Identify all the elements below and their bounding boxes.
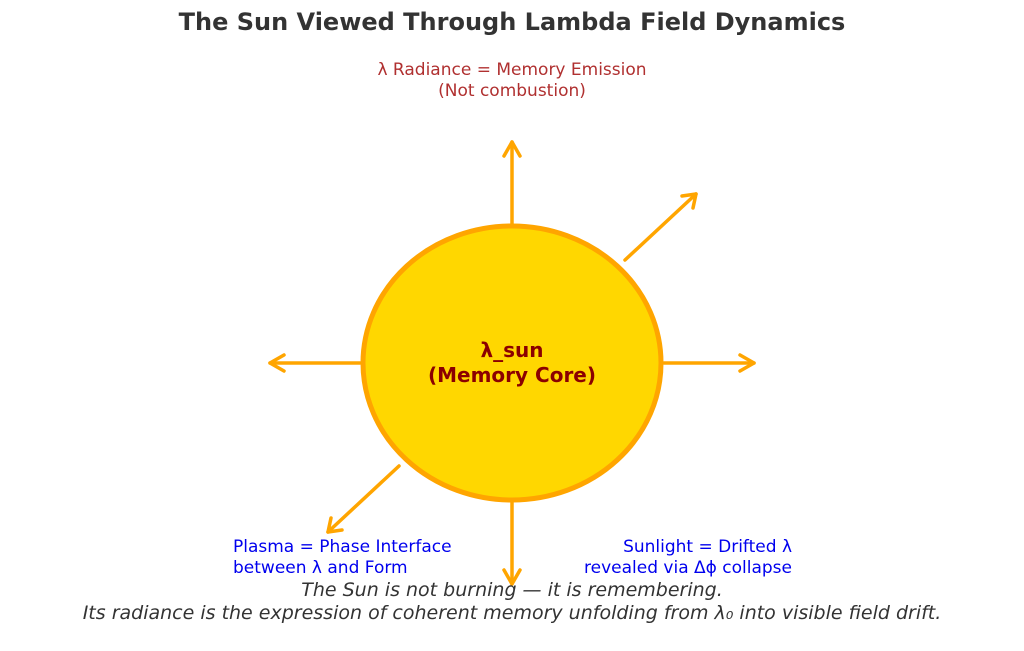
sun-core-subtitle: (Memory Core): [427, 363, 597, 387]
sun-core-symbol: λ_sun: [480, 338, 544, 362]
caption-line-1: The Sun is not burning — it is rememberi…: [301, 579, 723, 601]
ray-arrow-right: [662, 353, 756, 373]
radiance-annotation: λ Radiance = Memory Emission (Not combus…: [377, 60, 647, 101]
sun-core-label: λ_sun (Memory Core): [362, 338, 662, 388]
caption-line-2: Its radiance is the expression of cohere…: [82, 602, 942, 624]
sunlight-annotation: Sunlight = Drifted λ revealed via Δϕ col…: [584, 537, 792, 578]
ray-arrow-up-right: [623, 192, 698, 262]
sun-core-circle: [360, 223, 664, 503]
diagram-title: The Sun Viewed Through Lambda Field Dyna…: [178, 8, 846, 36]
ray-arrow-up: [502, 140, 522, 226]
ray-arrow-left: [268, 353, 362, 373]
plasma-annotation: Plasma = Phase Interface between λ and F…: [233, 537, 452, 578]
ray-arrow-down: [502, 500, 522, 586]
ray-arrow-down-left: [326, 464, 401, 534]
diagram-caption: The Sun is not burning — it is rememberi…: [0, 579, 1024, 625]
